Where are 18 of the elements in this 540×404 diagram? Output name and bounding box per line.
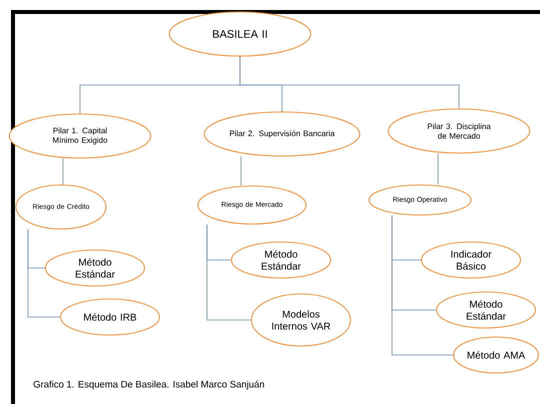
ellipse-node: Método Estándar bbox=[230, 241, 332, 279]
ellipse-node: Pilar 2. Supervisión Bancaria bbox=[204, 111, 360, 157]
connector-line bbox=[62, 158, 64, 185]
ellipse-node: Método AMA bbox=[453, 336, 539, 374]
connector-line bbox=[392, 215, 454, 356]
ellipse-node: BASILEA II bbox=[168, 11, 312, 57]
caption: Grafico 1. Esquema De Basilea. Isabel Marco Sanjuán bbox=[34, 380, 264, 390]
ellipse-node: Modelos Internos VAR bbox=[250, 293, 352, 347]
connector-line bbox=[206, 224, 252, 320]
ellipse-node: Pilar 1. Capital Mínimo Exigido bbox=[8, 113, 152, 159]
ellipse-node: Método IRB bbox=[60, 298, 160, 336]
ellipse-node: Método Estándar bbox=[44, 249, 146, 287]
connector-line bbox=[28, 229, 60, 318]
connector-line bbox=[240, 56, 460, 109]
ellipse-node: Método Estándar bbox=[436, 291, 536, 329]
ellipse-node: Pilar 3. Disciplina de Mercado bbox=[388, 108, 530, 154]
connector-line bbox=[240, 156, 242, 186]
ellipse-node: Indicador Básico bbox=[420, 241, 522, 279]
